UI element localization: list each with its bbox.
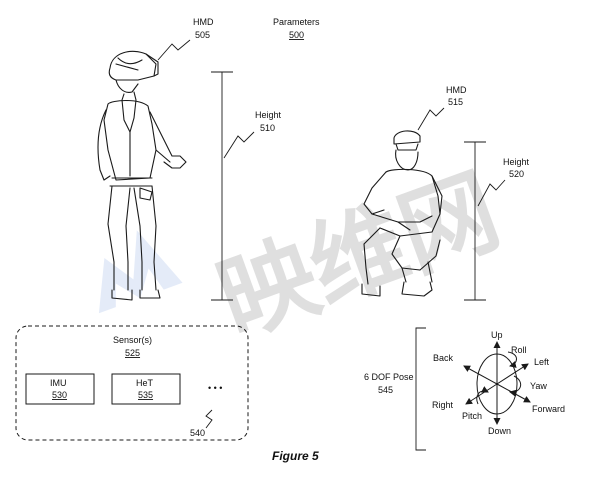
hmd-standing-label: HMD 505 — [157, 17, 214, 61]
height-crouching-label: Height 520 — [477, 157, 530, 207]
more-sensors-ellipsis: • • • — [208, 383, 222, 393]
pose-bracket — [415, 327, 426, 451]
more-sensors-ref: 540 — [190, 428, 205, 438]
het-label: HeT — [136, 378, 154, 388]
standing-person — [97, 50, 187, 301]
pose-ref: 545 — [378, 385, 393, 395]
pose-left-label: Left — [534, 357, 550, 367]
sensors-group: Sensor(s) 525 IMU 530 HeT 535 • • • 540 — [15, 325, 249, 441]
pitch-arc — [476, 386, 489, 405]
pose-up-label: Up — [491, 330, 503, 340]
hmd-standing-leader — [157, 39, 191, 61]
watermark-logo-icon — [98, 230, 183, 314]
imu-box — [25, 373, 95, 405]
figure-caption: Figure 5 — [272, 449, 319, 463]
hmd-crouching-leader — [417, 107, 445, 131]
svg-text:HMD: HMD — [193, 17, 214, 27]
pose-down-label: Down — [488, 426, 511, 436]
het-ref: 535 — [138, 390, 153, 400]
height-standing-leader — [223, 131, 255, 159]
roll-arc — [507, 351, 517, 368]
sensors-label: Sensor(s) — [113, 335, 152, 345]
crouching-person — [361, 130, 443, 297]
height-standing-indicator — [211, 71, 233, 301]
imu-ref: 530 — [52, 390, 67, 400]
svg-text:Height: Height — [503, 157, 530, 167]
pose-right-label: Right — [432, 400, 454, 410]
pose-yaw-label: Yaw — [530, 381, 547, 391]
pose-back-label: Back — [433, 353, 454, 363]
height-standing-label: Height 510 — [223, 110, 282, 159]
svg-text:510: 510 — [260, 123, 275, 133]
pose-roll-label: Roll — [511, 345, 527, 355]
imu-label: IMU — [50, 378, 67, 388]
het-box — [111, 373, 181, 405]
yaw-arc — [509, 375, 522, 397]
svg-text:505: 505 — [195, 30, 210, 40]
parameters-label: Parameters 500 — [273, 17, 320, 40]
pose-forward-label: Forward — [532, 404, 565, 414]
pose-pitch-label: Pitch — [462, 411, 482, 421]
watermark-text: 映维网 — [204, 154, 513, 358]
svg-text:500: 500 — [289, 30, 304, 40]
hmd-crouching-label: HMD 515 — [417, 85, 467, 131]
svg-text:HMD: HMD — [446, 85, 467, 95]
svg-text:520: 520 — [509, 169, 524, 179]
height-crouching-leader — [477, 179, 506, 207]
svg-text:Height: Height — [255, 110, 282, 120]
svg-text:Parameters: Parameters — [273, 17, 320, 27]
more-sensors-leader — [205, 409, 213, 429]
pose-label: 6 DOF Pose — [364, 372, 414, 382]
svg-text:515: 515 — [448, 97, 463, 107]
height-crouching-indicator — [464, 141, 486, 301]
sensors-ref: 525 — [125, 348, 140, 358]
pose-group: 6 DOF Pose 545 Up Roll Back Left Yaw Rig… — [364, 327, 565, 451]
pose-axes — [463, 341, 531, 425]
